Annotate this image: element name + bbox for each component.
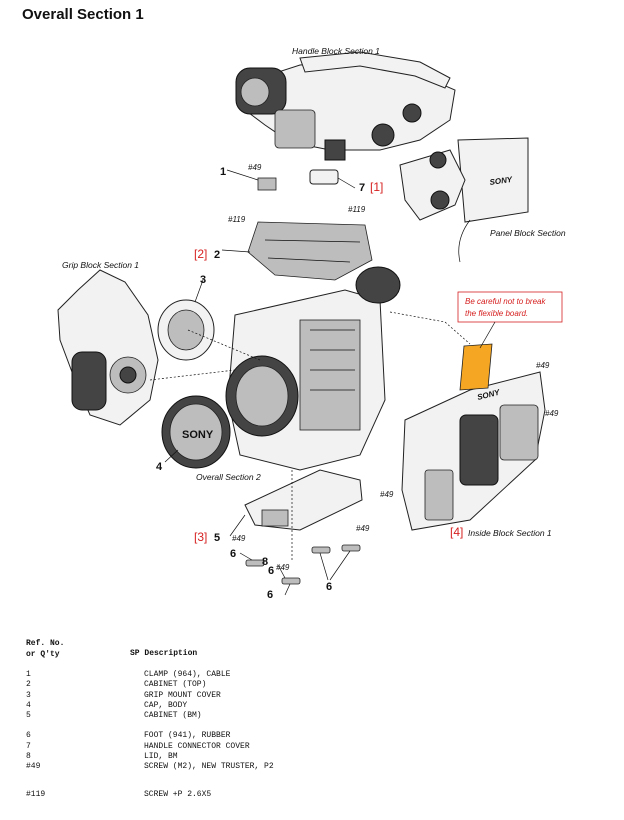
red-ref: [4]: [450, 525, 463, 539]
screw-callout: #49: [545, 409, 559, 418]
screw-callout: #49: [248, 163, 262, 172]
warning-line-2: the flexible board.: [465, 309, 528, 318]
ref-number: 7: [359, 182, 365, 194]
red-ref: [2]: [194, 247, 207, 261]
red-ref: [3]: [194, 530, 207, 544]
header-description: SP Description: [130, 649, 198, 658]
ref-number: 3: [200, 274, 206, 286]
page-title: Overall Section 1: [22, 6, 144, 23]
cabinet-top-part-2: [247, 221, 373, 281]
warning-box: [457, 291, 563, 323]
red-ref: [1]: [370, 180, 383, 194]
screw-callout: #119: [228, 215, 246, 224]
label-handle-block: Handle Block Section 1: [292, 46, 380, 56]
camera-body-drawing: [225, 266, 401, 471]
label-overall-section-2: Overall Section 2: [196, 472, 261, 482]
screw-callout: #49: [232, 534, 246, 543]
clamp-part-1: [257, 177, 277, 191]
ref-number: 4: [156, 461, 163, 473]
panel-brand-text: SONY: [489, 175, 513, 187]
screw-callout: #49: [356, 524, 370, 533]
screw-callout: #49: [276, 563, 290, 572]
exploded-view-diagram: SONY SONY SONY: [57, 46, 566, 601]
grip-block-drawing: [57, 269, 159, 426]
inside-block-drawing: SONY: [401, 371, 546, 531]
label-panel-block: Panel Block Section: [490, 228, 566, 238]
screw-callout: #119: [348, 205, 366, 214]
ref-number: 2: [214, 249, 220, 261]
ref-number: 5: [214, 532, 220, 544]
header-qty: or Q'ty: [26, 650, 60, 659]
label-inside-block: Inside Block Section 1: [468, 528, 552, 538]
panel-block-drawing: SONY: [399, 137, 529, 263]
screw-callout: #49: [536, 361, 550, 370]
rubber-foot: [341, 544, 361, 552]
label-grip-block: Grip Block Section 1: [62, 260, 139, 270]
handle-connector-cover-part-7: [309, 169, 339, 185]
rubber-foot: [281, 577, 301, 585]
ref-number: 1: [220, 166, 226, 178]
rubber-foot: [311, 546, 331, 554]
warning-line-1: Be careful not to break: [465, 297, 546, 306]
parts-list-header: Ref. No. or Q'ty SP Description: [26, 638, 606, 660]
rubber-foot: [245, 559, 265, 567]
ref-number: 8: [262, 556, 268, 568]
ref-number: 6: [230, 548, 236, 560]
cap-brand-text: SONY: [182, 429, 214, 441]
ref-number: 6: [326, 581, 332, 593]
screw-callout: #49: [380, 490, 394, 499]
handle-block-drawing: [235, 51, 456, 161]
ref-number: 6: [268, 565, 274, 577]
ref-number: 6: [267, 589, 273, 601]
flexible-board: [459, 343, 493, 391]
header-ref-no: Ref. No.: [26, 639, 65, 648]
